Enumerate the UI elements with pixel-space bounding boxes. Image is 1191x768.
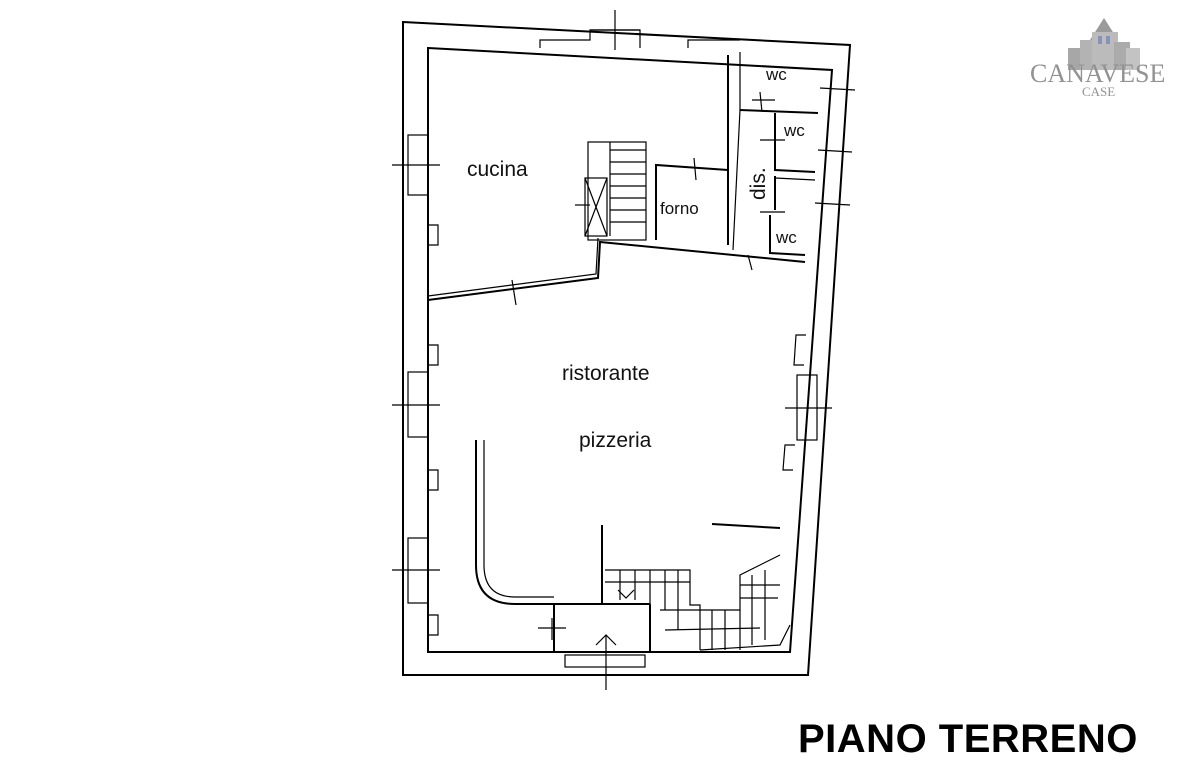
kitchen-stair	[575, 141, 647, 241]
canavese-case-logo: CANAVESE CASE	[1030, 18, 1165, 99]
outer-walls	[402, 20, 852, 676]
bar-counter	[475, 440, 781, 605]
wc-walls	[732, 91, 819, 271]
room-label-wc-2: wc	[783, 121, 805, 140]
forno-walls	[655, 157, 729, 240]
lower-stair	[605, 554, 791, 651]
logo-name: CANAVESE	[1030, 59, 1165, 88]
cucina-walls	[427, 52, 806, 306]
left-windows	[392, 134, 440, 636]
room-label-ristorante: ristorante	[562, 362, 650, 385]
room-label-wc-3: wc	[775, 228, 797, 247]
room-label-wc-1: wc	[765, 65, 787, 84]
room-label-cucina: cucina	[467, 158, 528, 181]
right-windows	[782, 87, 856, 471]
room-label-pizzeria: pizzeria	[579, 429, 652, 452]
logo-sub: CASE	[1082, 84, 1115, 99]
floor-title: PIANO TERRENO	[798, 717, 1138, 761]
entrance	[538, 603, 651, 690]
room-label-dis: dis.	[747, 167, 770, 200]
room-label-forno: forno	[660, 199, 699, 218]
top-wall-details	[539, 10, 740, 50]
